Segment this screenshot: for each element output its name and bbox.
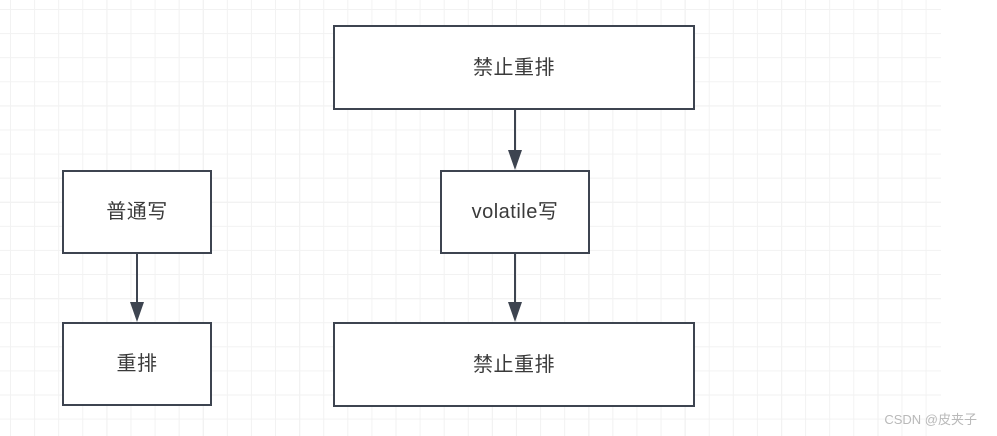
node-label: 重排 [116, 353, 158, 375]
arrow-volatile-write-to-forbid-bottom [505, 252, 525, 324]
node-label: 普通写 [106, 201, 168, 223]
node-reorder[interactable]: 重排 [62, 322, 212, 406]
watermark-label: CSDN @皮夹子 [884, 412, 977, 427]
node-label: 禁止重排 [473, 56, 555, 79]
node-normal-write[interactable]: 普通写 [62, 170, 212, 254]
arrow-forbid-top-to-volatile-write [505, 108, 525, 172]
arrow-head-icon [508, 302, 522, 322]
node-forbid-reorder-bottom[interactable]: 禁止重排 [333, 322, 695, 407]
arrow-head-icon [130, 302, 144, 322]
node-label: 禁止重排 [473, 353, 555, 376]
node-forbid-reorder-top[interactable]: 禁止重排 [333, 25, 695, 110]
arrow-head-icon [508, 150, 522, 170]
arrow-normal-write-to-reorder [127, 252, 147, 324]
node-label: volatile写 [471, 201, 559, 223]
node-volatile-write[interactable]: volatile写 [440, 170, 590, 254]
